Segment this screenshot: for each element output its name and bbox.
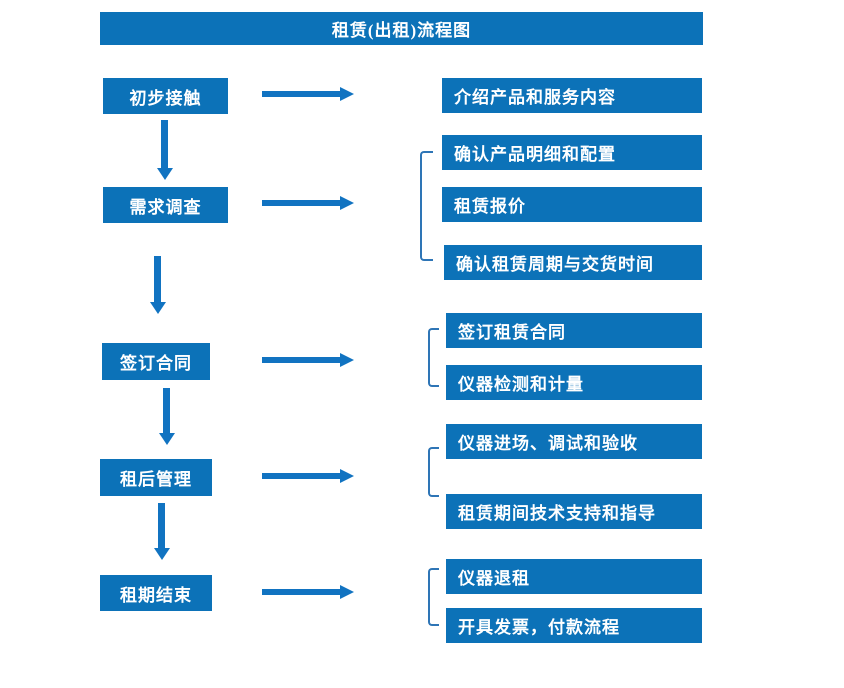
step-box-1: 初步接触	[103, 78, 228, 114]
detail-box-2-3: 确认租赁周期与交货时间	[444, 245, 702, 280]
detail-box-3-2: 仪器检测和计量	[446, 365, 702, 400]
arrow-right-icon	[262, 585, 354, 599]
arrow-down-icon	[154, 503, 170, 560]
detail-box-2-2: 租赁报价	[442, 187, 702, 222]
bracket	[428, 328, 439, 387]
bracket	[420, 151, 433, 261]
bracket	[428, 568, 439, 626]
detail-box-5-1: 仪器退租	[446, 559, 702, 594]
arrow-right-icon	[262, 196, 354, 210]
detail-box-2-1: 确认产品明细和配置	[442, 135, 702, 170]
detail-box-3-1: 签订租赁合同	[446, 313, 702, 348]
detail-box-1-1: 介绍产品和服务内容	[442, 78, 702, 113]
arrow-down-icon	[157, 120, 173, 180]
arrow-right-icon	[262, 87, 354, 101]
detail-box-5-2: 开具发票，付款流程	[446, 608, 702, 643]
step-box-2: 需求调查	[103, 187, 228, 223]
bracket	[428, 447, 439, 497]
arrow-right-icon	[262, 353, 354, 367]
arrow-right-icon	[262, 469, 354, 483]
detail-box-4-1: 仪器进场、调试和验收	[446, 424, 702, 459]
step-box-5: 租期结束	[100, 575, 212, 611]
flowchart-title: 租赁(出租)流程图	[100, 12, 703, 45]
detail-box-4-2: 租赁期间技术支持和指导	[446, 494, 702, 529]
arrow-down-icon	[150, 256, 166, 314]
step-box-3: 签订合同	[102, 343, 210, 380]
arrow-down-icon	[159, 388, 175, 445]
step-box-4: 租后管理	[100, 459, 212, 496]
